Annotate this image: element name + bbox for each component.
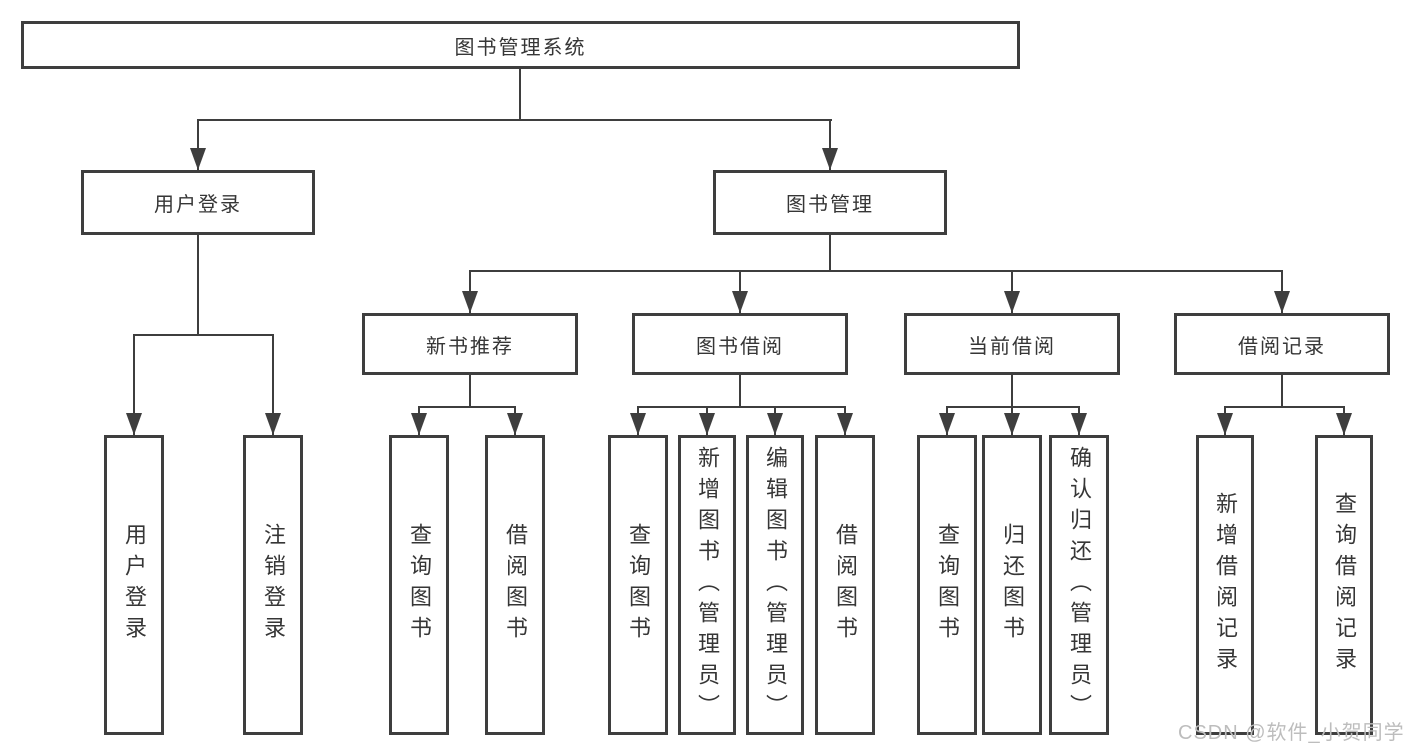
arrowhead-down-icon bbox=[1336, 413, 1352, 435]
leaf-return-book: 归还图书 bbox=[982, 435, 1042, 735]
node-book-management: 图书管理 bbox=[713, 170, 947, 235]
arrowhead-down-icon bbox=[822, 148, 838, 170]
arrowhead-down-icon bbox=[837, 413, 853, 435]
node-book-management-label: 图书管理 bbox=[786, 194, 874, 216]
leaf-query-books-3-label: 查询图书 bbox=[935, 523, 960, 647]
arrowhead-down-icon bbox=[630, 413, 646, 435]
arrowhead-down-icon bbox=[699, 413, 715, 435]
leaf-user-login-label: 用户登录 bbox=[122, 523, 147, 647]
connector-line bbox=[1011, 375, 1013, 408]
leaf-borrow-books-1: 借阅图书 bbox=[485, 435, 545, 735]
leaf-query-books-1-label: 查询图书 bbox=[407, 523, 432, 647]
connector-line bbox=[197, 235, 199, 336]
connector-line bbox=[272, 334, 274, 435]
connector-line bbox=[197, 119, 199, 170]
connector-line bbox=[469, 270, 1283, 272]
arrowhead-down-icon bbox=[1004, 413, 1020, 435]
arrowhead-down-icon bbox=[732, 291, 748, 313]
node-current-borrow: 当前借阅 bbox=[904, 313, 1120, 375]
connector-line bbox=[133, 334, 274, 336]
arrowhead-down-icon bbox=[507, 413, 523, 435]
leaf-borrow-books-1-label: 借阅图书 bbox=[503, 523, 528, 647]
node-root: 图书管理系统 bbox=[21, 21, 1020, 69]
leaf-return-book-label: 归还图书 bbox=[1000, 523, 1025, 647]
arrowhead-down-icon bbox=[126, 413, 142, 435]
leaf-confirm-return-admin-label: 确认归还（管理员） bbox=[1067, 445, 1092, 725]
leaf-query-books-2-label: 查询图书 bbox=[626, 523, 651, 647]
node-user-login: 用户登录 bbox=[81, 170, 315, 235]
arrowhead-down-icon bbox=[1004, 291, 1020, 313]
arrowhead-down-icon bbox=[939, 413, 955, 435]
leaf-user-login: 用户登录 bbox=[104, 435, 164, 735]
leaf-query-books-2: 查询图书 bbox=[608, 435, 668, 735]
node-root-label: 图书管理系统 bbox=[454, 36, 587, 59]
arrowhead-down-icon bbox=[1274, 291, 1290, 313]
leaf-borrow-books-2: 借阅图书 bbox=[815, 435, 875, 735]
connector-line bbox=[469, 375, 471, 408]
connector-line bbox=[637, 406, 846, 408]
connector-line bbox=[519, 68, 521, 121]
connector-line bbox=[739, 375, 741, 408]
node-current-borrow-label: 当前借阅 bbox=[968, 335, 1056, 358]
leaf-logout: 注销登录 bbox=[243, 435, 303, 735]
arrowhead-down-icon bbox=[1071, 413, 1087, 435]
arrowhead-down-icon bbox=[462, 291, 478, 313]
leaf-edit-book-admin: 编辑图书（管理员） bbox=[746, 435, 804, 735]
connector-line bbox=[829, 119, 831, 170]
arrowhead-down-icon bbox=[265, 413, 281, 435]
leaf-query-books-3: 查询图书 bbox=[917, 435, 977, 735]
node-book-borrow: 图书借阅 bbox=[632, 313, 848, 375]
arrowhead-down-icon bbox=[767, 413, 783, 435]
node-borrow-records: 借阅记录 bbox=[1174, 313, 1390, 375]
csdn-watermark: CSDN @软件_小贺同学 bbox=[1178, 722, 1405, 744]
leaf-add-borrow-record-label: 新增借阅记录 bbox=[1213, 492, 1238, 678]
connector-line bbox=[1224, 406, 1344, 408]
node-new-book-recommend-label: 新书推荐 bbox=[426, 335, 514, 358]
node-book-borrow-label: 图书借阅 bbox=[696, 335, 784, 358]
connector-line bbox=[418, 406, 516, 408]
leaf-add-borrow-record: 新增借阅记录 bbox=[1196, 435, 1254, 735]
leaf-add-book-admin-label: 新增图书（管理员） bbox=[695, 445, 720, 725]
connector-line bbox=[133, 334, 135, 435]
leaf-query-borrow-record: 查询借阅记录 bbox=[1315, 435, 1373, 735]
leaf-add-book-admin: 新增图书（管理员） bbox=[678, 435, 736, 735]
connector-line bbox=[1281, 375, 1283, 408]
node-borrow-records-label: 借阅记录 bbox=[1238, 335, 1326, 358]
leaf-edit-book-admin-label: 编辑图书（管理员） bbox=[763, 445, 788, 725]
connector-line bbox=[197, 119, 832, 121]
node-user-login-label: 用户登录 bbox=[154, 194, 242, 216]
leaf-query-books-1: 查询图书 bbox=[389, 435, 449, 735]
arrowhead-down-icon bbox=[190, 148, 206, 170]
arrowhead-down-icon bbox=[1217, 413, 1233, 435]
leaf-logout-label: 注销登录 bbox=[261, 523, 286, 647]
arrowhead-down-icon bbox=[411, 413, 427, 435]
node-new-book-recommend: 新书推荐 bbox=[362, 313, 578, 375]
connector-line bbox=[829, 235, 831, 272]
leaf-confirm-return-admin: 确认归还（管理员） bbox=[1049, 435, 1109, 735]
leaf-query-borrow-record-label: 查询借阅记录 bbox=[1332, 492, 1357, 678]
leaf-borrow-books-2-label: 借阅图书 bbox=[833, 523, 858, 647]
